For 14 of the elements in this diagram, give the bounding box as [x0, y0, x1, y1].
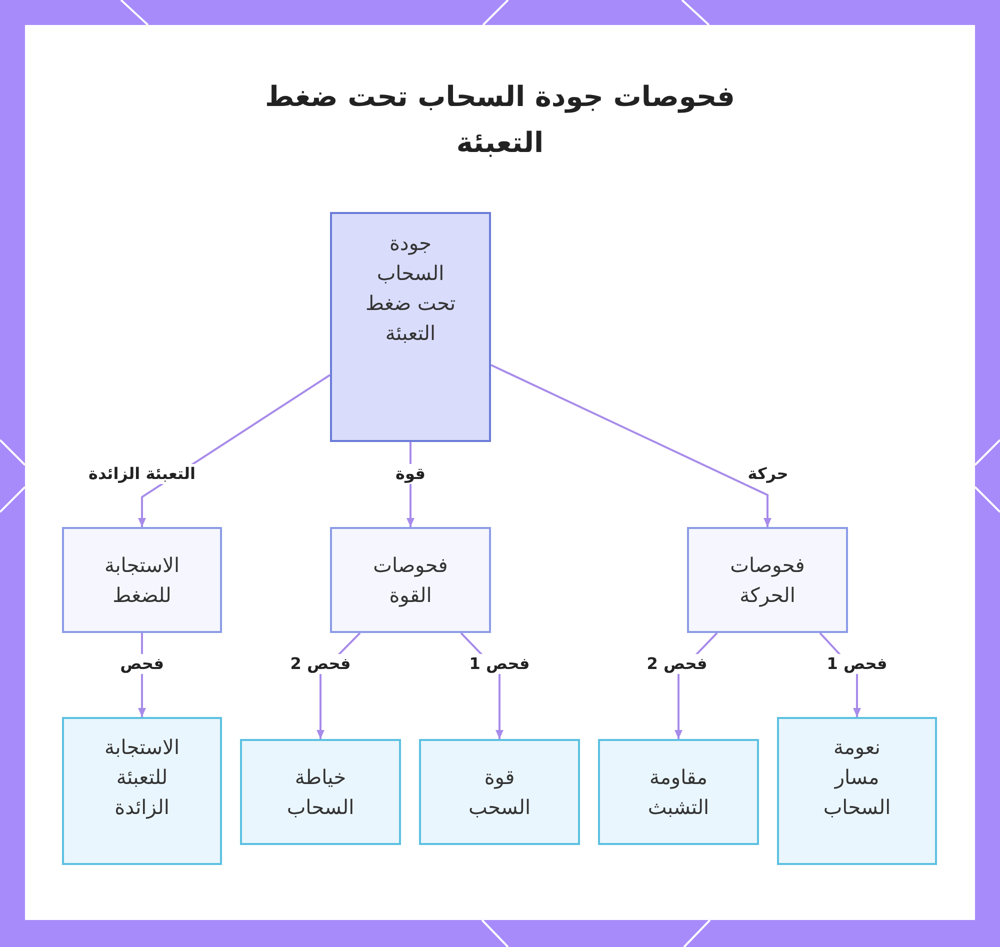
- title: فحوصات جودة السحاب تحت ضغط التعبئة: [264, 79, 736, 161]
- check-box: خياطة السحاب: [240, 739, 401, 845]
- edge-label: قوة: [394, 464, 428, 484]
- category-box: فحوصات الحركة: [687, 527, 848, 633]
- category-box: الاستجابة للضغط: [62, 527, 222, 633]
- check-box: قوة السحب: [419, 739, 580, 845]
- root-box: جودة السحاب تحت ضغط التعبئة: [330, 212, 491, 442]
- check-box: مقاومة التشبث: [598, 739, 759, 845]
- edge-label: فحص: [118, 654, 166, 674]
- check-box: نعومة مسار السحاب: [777, 717, 937, 865]
- check-box: الاستجابة للتعبئة الزائدة: [62, 717, 222, 865]
- category-box: فحوصات القوة: [330, 527, 491, 633]
- arrow: [490, 364, 772, 527]
- edge-label: التعبئة الزائدة: [86, 464, 198, 484]
